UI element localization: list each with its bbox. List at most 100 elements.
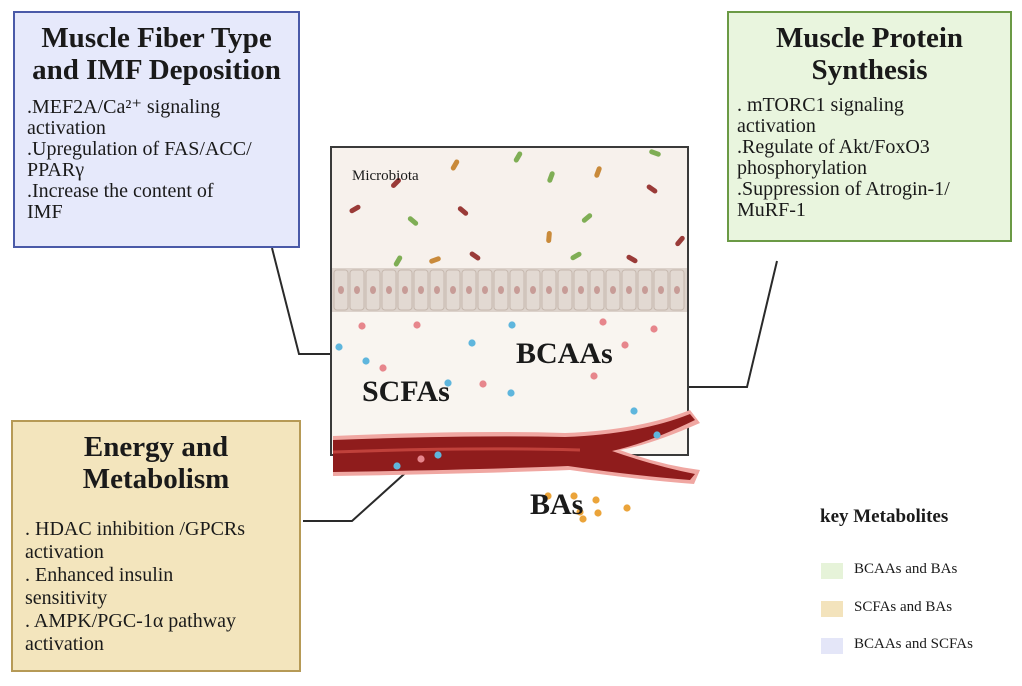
scfa-molecule-dot — [362, 357, 370, 365]
bacterium-icon — [546, 231, 552, 243]
bacterium-icon — [469, 251, 481, 261]
legend-swatch — [821, 601, 843, 617]
bacterium-icon — [349, 204, 361, 214]
energy-metabolism-box: Energy and Metabolism . HDAC inhibition … — [11, 420, 301, 672]
ba-molecule-dot — [570, 492, 578, 500]
cell-nucleus — [434, 286, 440, 294]
cell-nucleus — [370, 286, 376, 294]
legend-title: key Metabolites — [820, 506, 949, 527]
bcaa-molecule-dot — [599, 318, 607, 326]
legend-swatch — [821, 638, 843, 654]
cell-nucleus — [514, 286, 520, 294]
cell-nucleus — [418, 286, 424, 294]
bacterium-icon — [407, 216, 419, 226]
list-item: IMF — [27, 200, 63, 223]
bacterium-icon — [646, 184, 658, 194]
legend-label: SCFAs and BAs — [854, 599, 953, 615]
cell-nucleus — [386, 286, 392, 294]
scfa-molecule-dot — [468, 339, 476, 347]
legend-label: BCAAs and SCFAs — [854, 636, 973, 652]
cell-nucleus — [530, 286, 536, 294]
scfas-label: SCFAs — [362, 375, 450, 408]
scfa-molecule-dot — [393, 462, 401, 470]
list-item: .Suppression of Atrogin-1/ — [737, 177, 950, 200]
list-item: .Regulate of Akt/FoxO3 — [737, 135, 930, 158]
list-item: activation — [25, 540, 104, 563]
cell-nucleus — [578, 286, 584, 294]
list-item: activation — [27, 116, 106, 139]
ba-molecule-dot — [592, 496, 600, 504]
cell-nucleus — [482, 286, 488, 294]
metabolite-dots — [335, 318, 661, 523]
bacterium-icon — [570, 251, 582, 261]
list-item: sensitivity — [25, 586, 108, 609]
energy-metabolism-title: Energy and Metabolism — [82, 431, 230, 496]
bcaa-molecule-dot — [379, 364, 387, 372]
lumen — [332, 148, 687, 268]
cell-nucleus — [658, 286, 664, 294]
scfa-molecule-dot — [434, 451, 442, 459]
list-item: .Increase the content of — [27, 179, 214, 202]
ba-molecule-dot — [594, 509, 602, 517]
scfa-molecule-dot — [508, 321, 516, 329]
cell-nucleus — [450, 286, 456, 294]
list-item: phosphorylation — [737, 156, 867, 179]
bacterium-icon — [626, 254, 638, 264]
list-item: . HDAC inhibition /GPCRs — [25, 517, 246, 540]
cell-nucleus — [610, 286, 616, 294]
list-item: activation — [25, 632, 104, 655]
bcaas-label: BCAAs — [516, 337, 613, 370]
ba-molecule-dot — [576, 508, 584, 516]
fiber-type-title: Muscle Fiber Type and IMF Deposition — [32, 22, 281, 87]
cell-nucleus — [338, 286, 344, 294]
bcaa-molecule-dot — [590, 372, 598, 380]
fiber-type-list: .MEF2A/Ca²⁺ signaling activation .Upregu… — [15, 87, 298, 223]
bacterium-icon — [675, 235, 685, 247]
list-item: PPARγ — [27, 158, 85, 181]
list-item: activation — [737, 114, 816, 137]
cell-nucleus — [402, 286, 408, 294]
leader-line-protein — [664, 260, 778, 388]
bcaa-molecule-dot — [358, 322, 366, 330]
bacterium-icon — [450, 159, 460, 171]
bacterium-icon — [649, 149, 661, 157]
list-item: .Upregulation of FAS/ACC/ — [27, 137, 252, 160]
ba-molecule-dot — [544, 492, 552, 500]
bcaa-molecule-dot — [650, 325, 658, 333]
protein-synthesis-box: Muscle Protein Synthesis . mTORC1 signal… — [727, 11, 1012, 242]
bacterium-icon — [391, 178, 401, 188]
bacterium-icon — [457, 206, 469, 216]
list-item: MuRF-1 — [737, 198, 806, 221]
ba-molecule-dot — [623, 504, 631, 512]
blood-vessel — [332, 410, 700, 484]
bacterium-icon — [393, 255, 403, 267]
scfa-molecule-dot — [653, 431, 661, 439]
list-item: . mTORC1 signaling — [737, 93, 904, 116]
cell-nucleus — [594, 286, 600, 294]
bacterium-icon — [581, 213, 593, 223]
cell-nucleus — [674, 286, 680, 294]
fiber-type-box: Muscle Fiber Type and IMF Deposition .ME… — [13, 11, 300, 248]
bacterium-icon — [513, 151, 523, 163]
protein-synthesis-list: . mTORC1 signaling activation .Regulate … — [729, 87, 1010, 221]
bacterium-icon — [429, 256, 441, 264]
scfa-molecule-dot — [630, 407, 638, 415]
bas-label: BAs — [530, 488, 584, 521]
cell-nucleus — [498, 286, 504, 294]
scfa-molecule-dot — [444, 379, 452, 387]
bcaa-molecule-dot — [417, 455, 425, 463]
bacterium-icon — [594, 166, 602, 178]
cell-nucleus — [546, 286, 552, 294]
legend-label: BCAAs and BAs — [854, 561, 958, 577]
bcaa-molecule-dot — [621, 341, 629, 349]
bacteria-group — [349, 149, 685, 267]
bcaa-molecule-dot — [413, 321, 421, 329]
list-item: .MEF2A/Ca²⁺ signaling — [27, 95, 221, 118]
legend-swatch — [821, 563, 843, 579]
scfa-molecule-dot — [507, 389, 515, 397]
cell-nucleus — [642, 286, 648, 294]
microbiota-label: Microbiota — [352, 168, 419, 184]
cell-nucleus — [562, 286, 568, 294]
cell-nucleus — [466, 286, 472, 294]
